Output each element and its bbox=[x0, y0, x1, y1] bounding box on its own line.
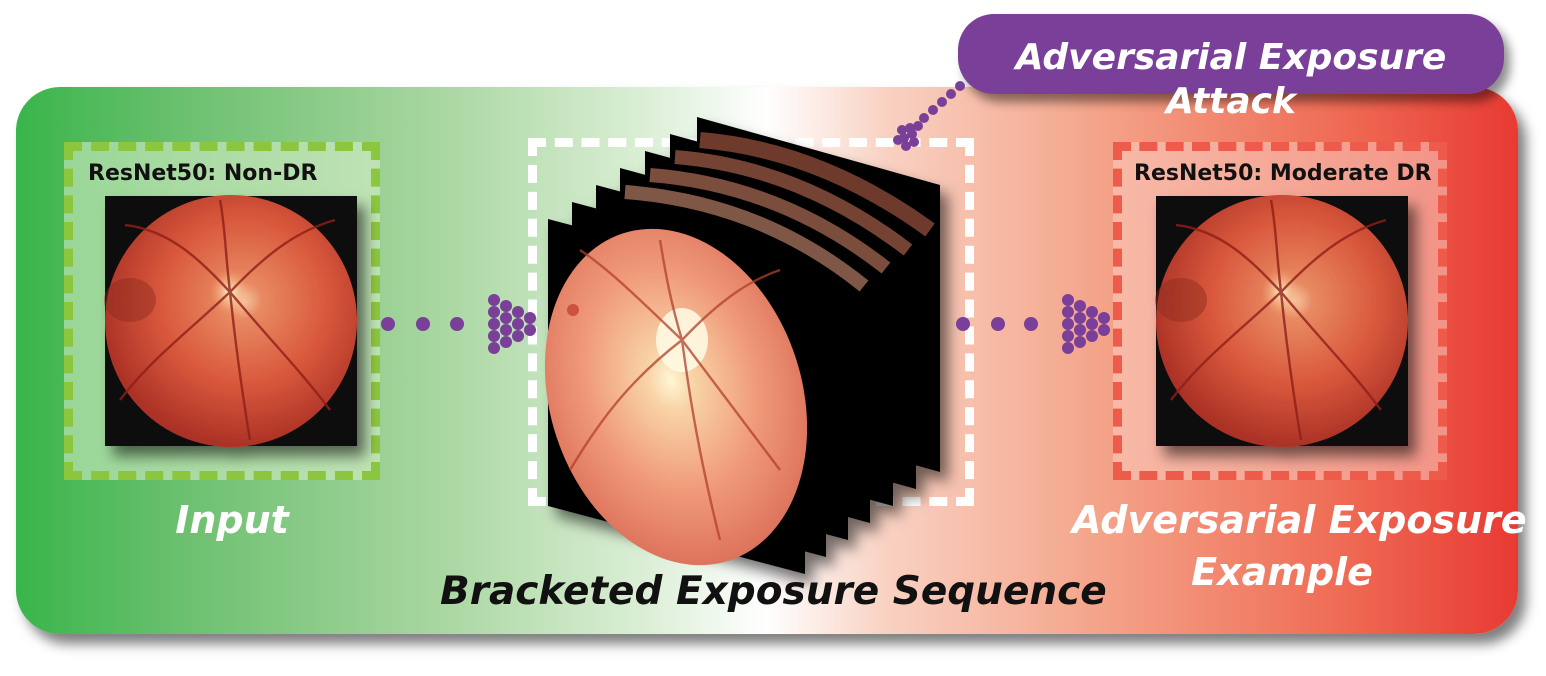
sequence-caption: Bracketed Exposure Sequence bbox=[440, 569, 1107, 614]
input-caption: Input bbox=[175, 498, 289, 542]
attack-arrow-icon bbox=[893, 81, 965, 151]
exposure-stack bbox=[544, 117, 940, 574]
dotted-arrow-icon bbox=[381, 294, 536, 354]
dotted-arrow-icon bbox=[956, 294, 1110, 354]
attack-tab bbox=[958, 14, 1504, 94]
input-model-label: ResNet50: Non-DR bbox=[88, 161, 318, 186]
output-caption-line2: Example bbox=[1191, 550, 1373, 594]
attack-label: Adversarial Exposure Attack bbox=[1015, 37, 1447, 122]
front-fundus-image bbox=[544, 228, 808, 566]
output-caption-line1: Adversarial Exposure bbox=[1072, 498, 1527, 542]
input-fundus-image bbox=[104, 195, 357, 447]
output-model-label: ResNet50: Moderate DR bbox=[1134, 161, 1432, 186]
output-fundus-image bbox=[1155, 195, 1408, 447]
